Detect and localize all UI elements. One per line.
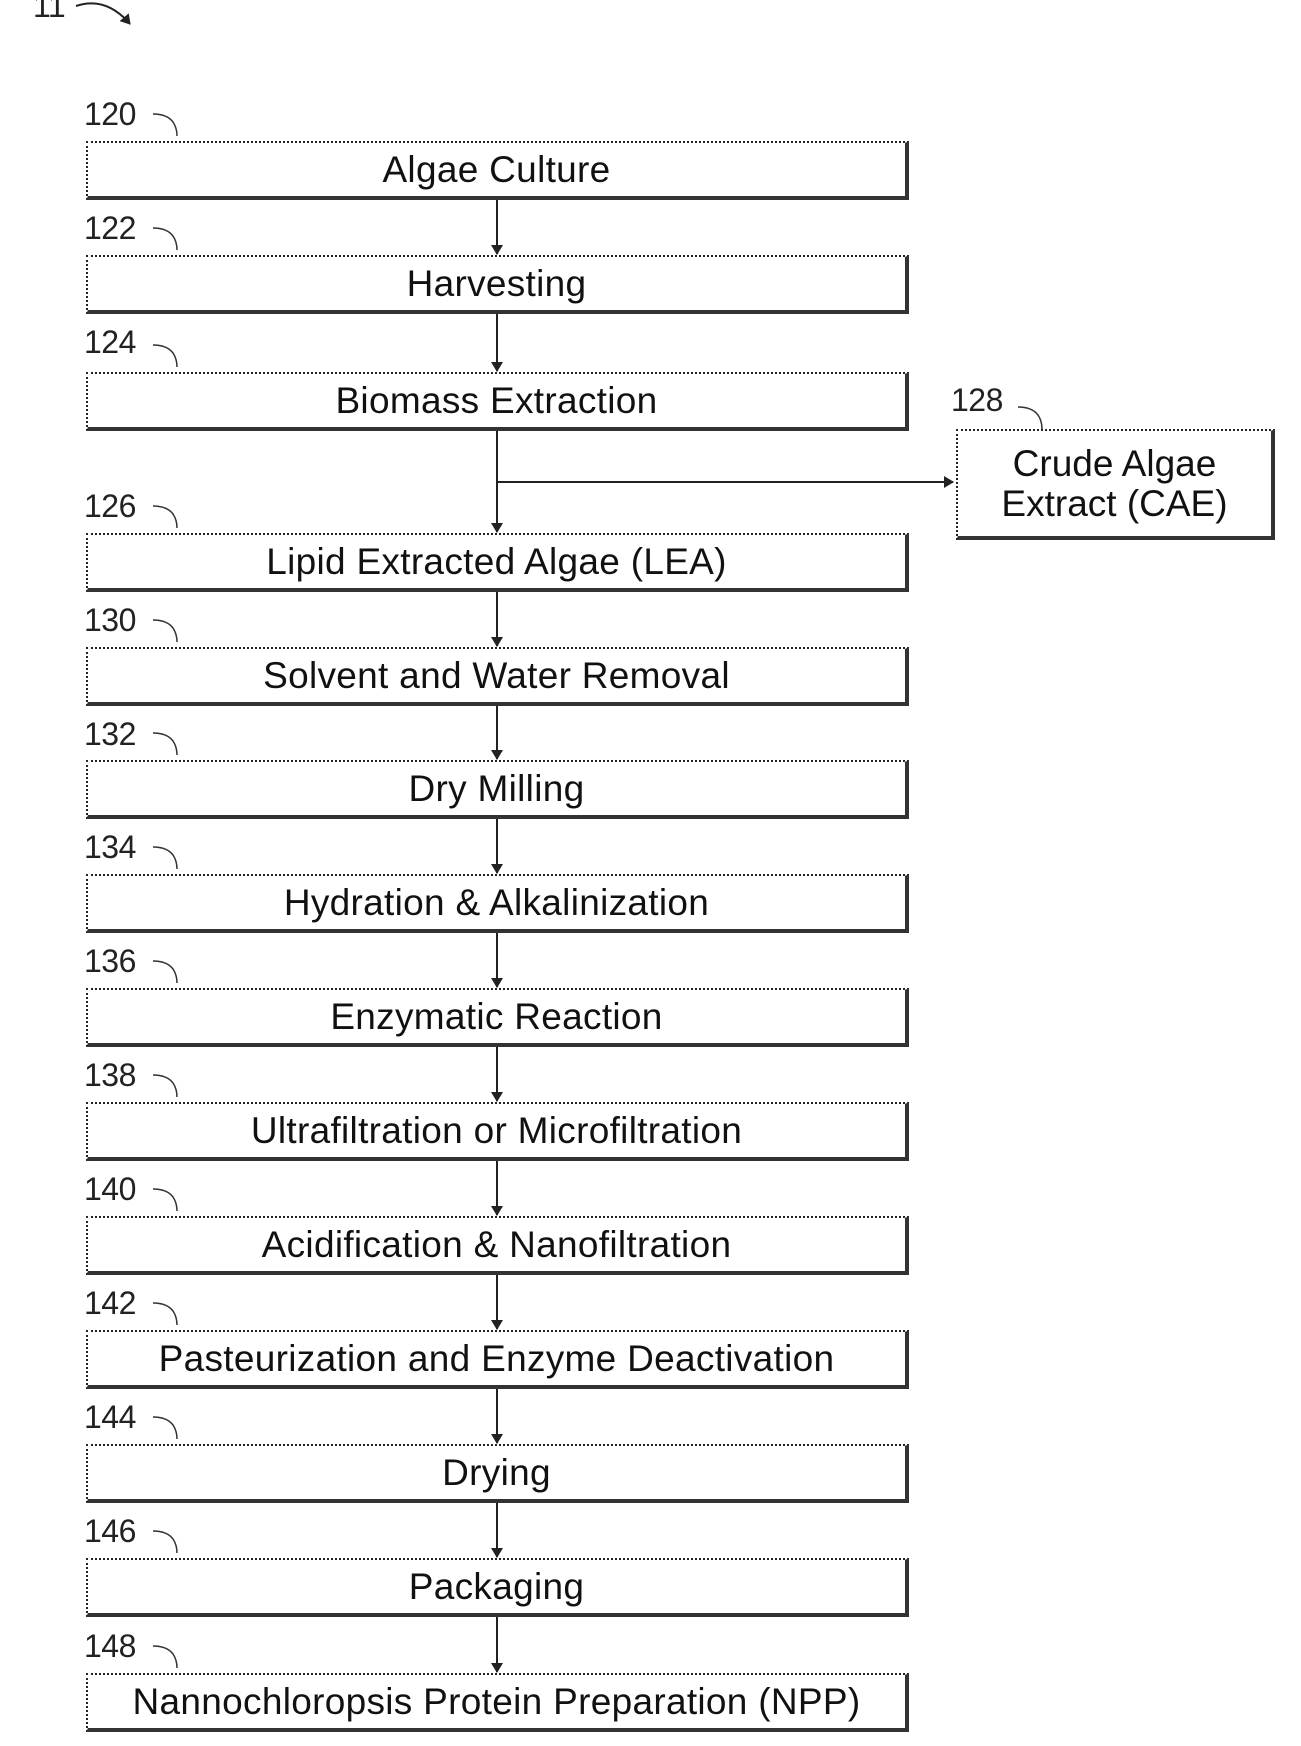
step-ref-number: 130 (84, 602, 136, 639)
step-ref-number: 124 (84, 324, 136, 361)
step-box-dry-milling: Dry Milling (86, 760, 909, 819)
step-label: Harvesting (407, 263, 587, 305)
step-ref-number: 126 (84, 488, 136, 525)
step-box-enzymatic-reaction: Enzymatic Reaction (86, 988, 909, 1047)
leader-line (153, 345, 177, 367)
step-label: Algae Culture (382, 149, 610, 191)
side-output-box-cae: Crude Algae Extract (CAE) (956, 429, 1275, 540)
leader-line (1018, 407, 1042, 429)
side-output-label-line1: Crude Algae (1013, 444, 1217, 484)
leader-line (153, 620, 177, 642)
step-ref-number: 146 (84, 1513, 136, 1550)
leader-line (153, 1189, 177, 1211)
leader-line (153, 228, 177, 250)
leader-line (153, 114, 177, 136)
step-ref-number: 142 (84, 1285, 136, 1322)
step-box-acidification-nanofiltration: Acidification & Nanofiltration (86, 1216, 909, 1275)
step-box-packaging: Packaging (86, 1558, 909, 1617)
step-label: Nannochloropsis Protein Preparation (NPP… (133, 1681, 861, 1723)
leader-line (153, 733, 177, 755)
step-label: Packaging (409, 1566, 585, 1608)
step-ref-number: 144 (84, 1399, 136, 1436)
figure-ref-number: 11 (33, 0, 65, 25)
step-ref-number: 140 (84, 1171, 136, 1208)
leader-line (153, 1417, 177, 1439)
figure-ref-arrow (76, 3, 130, 24)
step-label: Hydration & Alkalinization (284, 882, 709, 924)
step-ref-number: 136 (84, 943, 136, 980)
step-ref-number: 134 (84, 829, 136, 866)
side-output-ref-number: 128 (951, 382, 1003, 419)
step-box-hydration-alkalinization: Hydration & Alkalinization (86, 874, 909, 933)
step-box-pasteurization: Pasteurization and Enzyme Deactivation (86, 1330, 909, 1389)
side-output-label-line2: Extract (CAE) (1001, 484, 1227, 524)
step-ref-number: 120 (84, 96, 136, 133)
step-label: Pasteurization and Enzyme Deactivation (159, 1338, 835, 1380)
leader-line (153, 1531, 177, 1553)
step-label: Drying (442, 1452, 551, 1494)
step-box-drying: Drying (86, 1444, 909, 1503)
step-box-lipid-extracted-algae: Lipid Extracted Algae (LEA) (86, 533, 909, 592)
step-box-algae-culture: Algae Culture (86, 141, 909, 200)
leader-line (153, 1075, 177, 1097)
step-box-solvent-water-removal: Solvent and Water Removal (86, 647, 909, 706)
step-label: Acidification & Nanofiltration (262, 1224, 732, 1266)
step-ref-number: 148 (84, 1628, 136, 1665)
leader-line (153, 506, 177, 528)
leader-line (153, 1646, 177, 1668)
step-label: Biomass Extraction (335, 380, 657, 422)
step-box-npp: Nannochloropsis Protein Preparation (NPP… (86, 1673, 909, 1732)
leader-line (153, 1303, 177, 1325)
step-label: Dry Milling (409, 768, 585, 810)
step-box-biomass-extraction: Biomass Extraction (86, 372, 909, 431)
step-label: Ultrafiltration or Microfiltration (251, 1110, 742, 1152)
step-ref-number: 138 (84, 1057, 136, 1094)
step-ref-number: 122 (84, 210, 136, 247)
step-box-ultrafiltration: Ultrafiltration or Microfiltration (86, 1102, 909, 1161)
step-label: Lipid Extracted Algae (LEA) (266, 541, 727, 583)
leader-line (153, 847, 177, 869)
leader-line (153, 961, 177, 983)
step-ref-number: 132 (84, 716, 136, 753)
step-label: Enzymatic Reaction (330, 996, 662, 1038)
step-label: Solvent and Water Removal (263, 655, 730, 697)
step-box-harvesting: Harvesting (86, 255, 909, 314)
